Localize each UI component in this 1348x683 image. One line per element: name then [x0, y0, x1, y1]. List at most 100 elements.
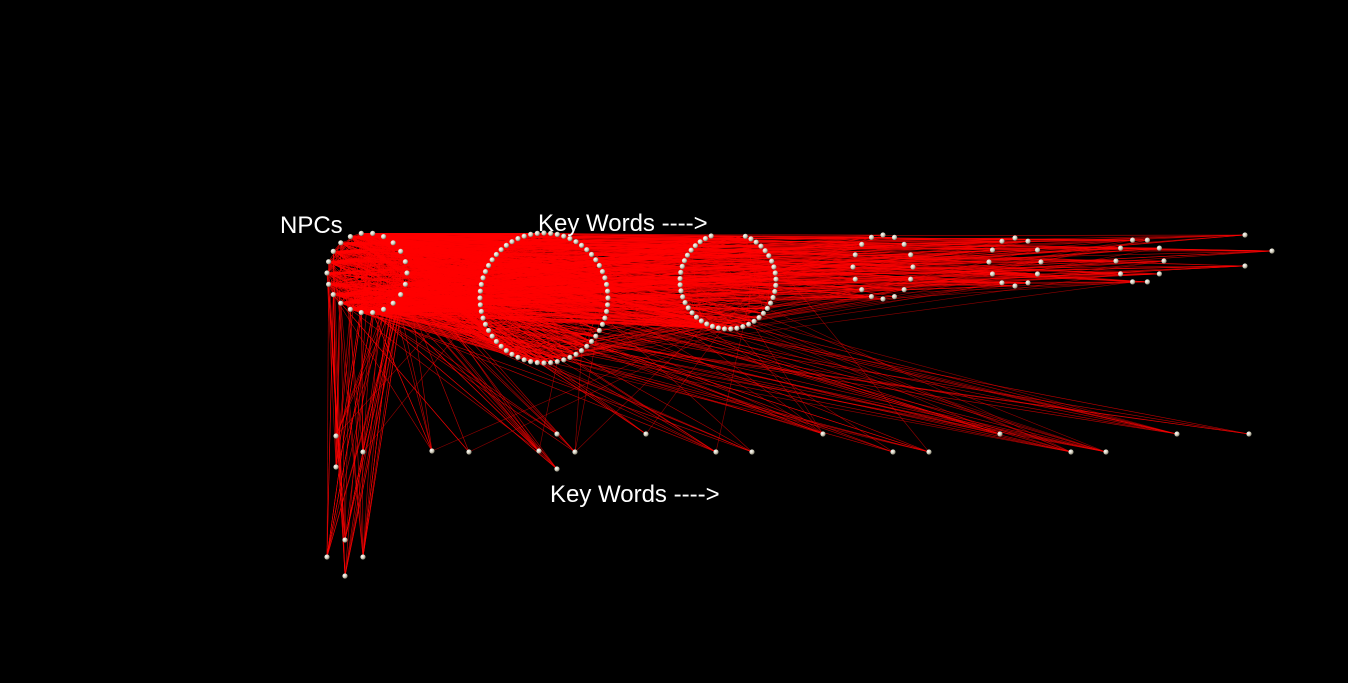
edge: [506, 238, 571, 351]
edge: [344, 303, 394, 541]
edge: [344, 261, 406, 577]
graph-node: [681, 258, 688, 264]
graph-node: [697, 239, 703, 245]
edge: [405, 234, 1246, 262]
edge: [563, 235, 824, 435]
edge: [340, 242, 540, 452]
graph-node: [852, 276, 858, 282]
graph-node: [478, 308, 484, 315]
graph-node: [567, 236, 573, 242]
edge: [372, 312, 1072, 453]
edge: [712, 285, 776, 327]
graph-node: [541, 230, 547, 236]
edge: [405, 265, 600, 285]
graph-node: [477, 295, 483, 301]
graph-node: [689, 310, 695, 316]
graph-node: [561, 233, 567, 239]
graph-node: [482, 269, 489, 275]
graph-node: [480, 275, 486, 281]
graph-node: [859, 287, 865, 293]
edge: [602, 260, 1165, 325]
graph-node: [1103, 449, 1109, 455]
edge: [362, 272, 408, 558]
graph-node: [772, 270, 778, 276]
edge: [591, 260, 1165, 342]
graph-node: [548, 360, 554, 366]
graph-node: [880, 232, 886, 238]
graph-node: [678, 288, 684, 294]
edge: [595, 259, 862, 290]
graph-node: [1144, 279, 1150, 285]
graph-node: [1269, 248, 1275, 254]
edge: [340, 234, 1246, 304]
edge: [496, 254, 519, 358]
edge: [586, 273, 993, 347]
graph-node: [926, 449, 932, 455]
edge: [530, 247, 1160, 362]
graph-node: [477, 302, 483, 308]
edge: [400, 234, 1246, 252]
graph-node: [1034, 271, 1041, 277]
edge: [488, 260, 1117, 331]
edge: [326, 272, 558, 435]
graph-node: [605, 288, 611, 294]
graph-node: [1012, 235, 1018, 241]
graph-node: [330, 248, 336, 254]
edge: [574, 323, 708, 453]
edge: [764, 250, 930, 453]
edge: [383, 236, 470, 453]
graph-node: [567, 354, 573, 360]
edge: [335, 261, 406, 468]
graph-node: [753, 239, 759, 245]
graph-node: [1130, 237, 1136, 243]
graph-node: [593, 333, 599, 339]
edge: [328, 234, 1246, 262]
graph-node: [528, 359, 534, 365]
edge: [372, 302, 686, 313]
graph-node: [1025, 238, 1031, 244]
graph-node: [713, 449, 719, 455]
edge: [333, 251, 337, 468]
graph-node: [766, 253, 772, 259]
graph-node: [381, 234, 387, 240]
graph-node: [773, 282, 779, 288]
edge: [569, 238, 1107, 453]
edge: [405, 261, 1178, 435]
graph-node: [573, 239, 579, 245]
graph-node: [503, 348, 509, 354]
graph-node: [1113, 258, 1119, 264]
graph-node: [734, 325, 740, 331]
edge: [479, 297, 605, 319]
graph-node: [1161, 258, 1167, 264]
graph-node: [478, 281, 484, 288]
graph-node: [381, 306, 387, 312]
graph-node: [324, 270, 330, 276]
edge: [393, 302, 686, 304]
edge: [479, 261, 1042, 299]
edge: [523, 236, 597, 337]
graph-node: [482, 321, 489, 327]
edge: [607, 297, 1107, 453]
edge: [393, 242, 592, 255]
graph-node: [554, 466, 560, 472]
edge: [406, 272, 689, 309]
graph-node: [677, 282, 683, 288]
graph-node: [771, 264, 777, 270]
graph-node: [572, 449, 578, 455]
edge: [361, 307, 689, 313]
graph-node: [820, 431, 826, 437]
graph-node: [370, 310, 376, 316]
edge: [501, 247, 1121, 347]
edge: [537, 233, 1003, 242]
edge: [326, 261, 329, 558]
graph-node: [762, 248, 768, 254]
edge: [344, 309, 384, 577]
graph-node: [989, 271, 996, 277]
graph-node: [486, 262, 492, 269]
graph-node: [489, 257, 495, 263]
graph-node: [868, 234, 875, 240]
edge: [372, 312, 1107, 453]
graph-node: [589, 251, 595, 258]
graph-node: [1174, 431, 1180, 437]
